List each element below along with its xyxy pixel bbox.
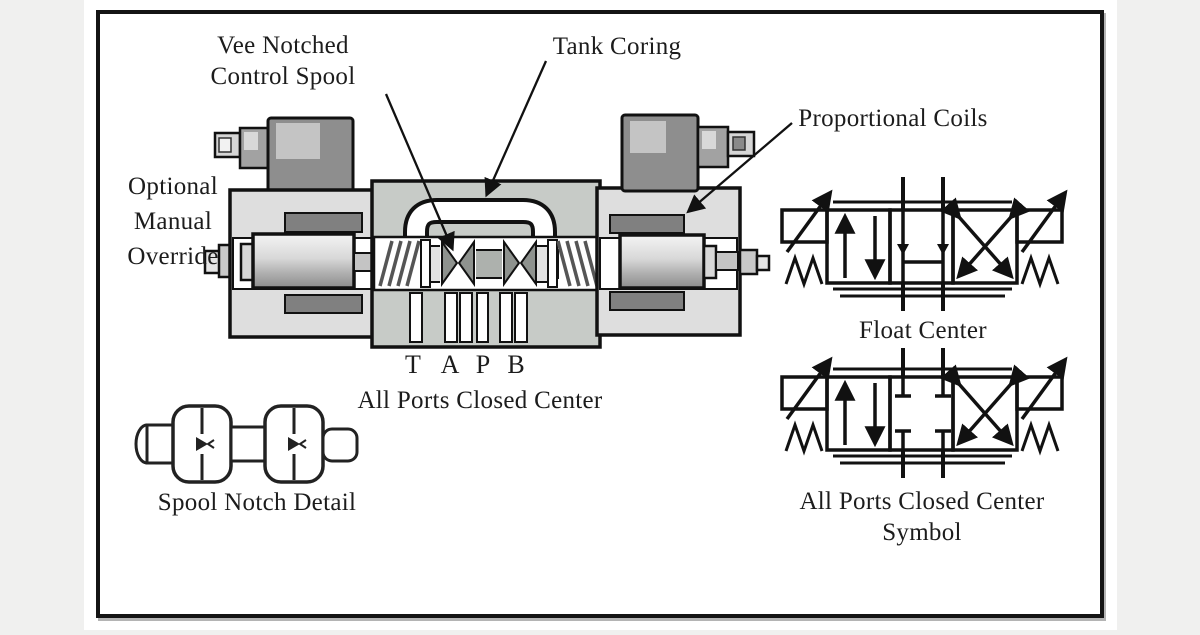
- label-line: Control Spool: [210, 63, 356, 90]
- label-proportional-coils: Proportional Coils: [798, 105, 988, 132]
- proportional-coil-right: [595, 186, 742, 337]
- caption-line: All Ports Closed Center: [799, 488, 1045, 515]
- port-letter-p: P: [475, 350, 491, 379]
- manual-override-pin-right: [738, 248, 771, 276]
- spring-symbol-left: [784, 420, 824, 456]
- spring-symbol-right: [1020, 253, 1060, 289]
- leader-arrows: [384, 60, 793, 252]
- label-vee-notched-control-spool: Vee Notched Control Spool: [211, 30, 356, 92]
- electrical-connector-right: [620, 113, 756, 193]
- blocked-ports: [895, 377, 951, 450]
- spring-left: [378, 240, 421, 287]
- label-optional-manual-override: Optional Manual Override: [127, 169, 218, 274]
- proportional-coil-left: [228, 188, 379, 339]
- port-letter-a: A: [440, 350, 460, 379]
- caption-spool-notch-detail: Spool Notch Detail: [157, 489, 357, 516]
- spring-right: [556, 240, 599, 287]
- vee-notch-arrow: [384, 93, 455, 252]
- tank-coring-arch: [403, 198, 557, 240]
- tank-coring-arrow: [484, 60, 548, 198]
- electrical-connector-left: [213, 116, 355, 194]
- label-line: Override: [127, 243, 219, 270]
- spool-notch-detail: [134, 404, 359, 484]
- label-line: Optional: [128, 173, 218, 200]
- valve-body: [370, 179, 602, 349]
- port-slots: [409, 292, 528, 343]
- valve-cross-section: [203, 60, 793, 349]
- label-line: Vee Notched: [217, 32, 349, 59]
- solenoid-arrow-left: [785, 189, 833, 254]
- port-letter-b: B: [507, 350, 525, 379]
- caption-main-valve: All Ports Closed Center: [357, 387, 603, 414]
- label-tank-coring: Tank Coring: [552, 33, 682, 60]
- diagram-border-frame: [96, 10, 1104, 618]
- caption-closed-center-symbol: All Ports Closed Center Symbol: [799, 486, 1044, 548]
- caption-line: Symbol: [882, 519, 962, 546]
- spring-symbol-right: [1020, 420, 1060, 456]
- float-center-symbol: [780, 177, 1068, 311]
- port-letter-t: T: [405, 350, 421, 379]
- solenoid-arrow-left: [785, 356, 833, 421]
- caption-float-center: Float Center: [859, 317, 987, 344]
- proportional-coils-arrow: [686, 122, 793, 214]
- label-line: Manual: [133, 208, 213, 235]
- spring-symbol-left: [784, 253, 824, 289]
- closed-center-symbol: [780, 348, 1068, 478]
